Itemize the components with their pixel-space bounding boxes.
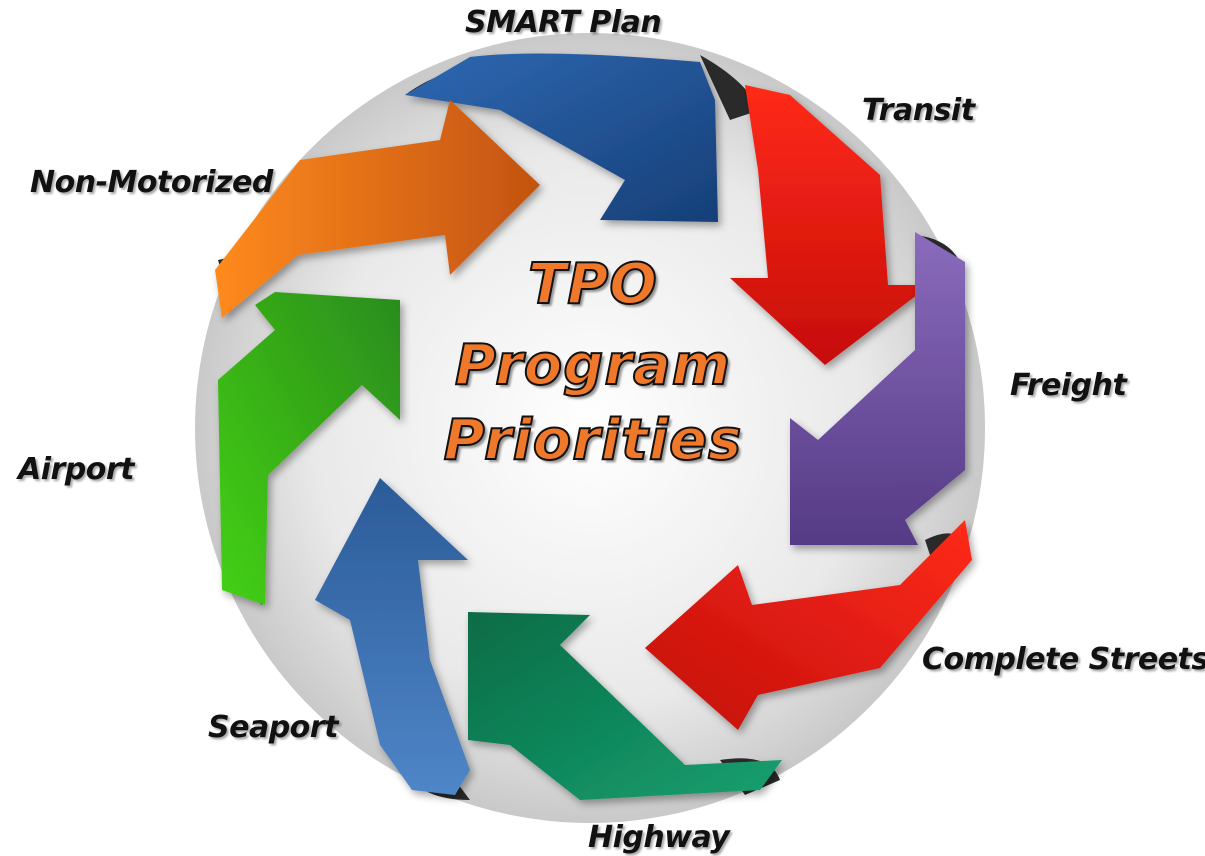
label-smart-plan: SMART Plan <box>465 5 662 40</box>
center-title-line-3: Priorities <box>443 407 743 474</box>
arrow-complete-streets <box>645 520 972 730</box>
label-transit: Transit <box>862 93 975 128</box>
label-highway: Highway <box>588 820 730 855</box>
arrow-seaport <box>315 478 470 795</box>
label-freight: Freight <box>1010 368 1127 403</box>
arrow-non-motorized <box>215 100 540 318</box>
label-complete-streets: Complete Streets <box>922 642 1205 677</box>
arrow-smart-plan <box>405 53 718 223</box>
arrow-highway <box>468 612 782 800</box>
label-seaport: Seaport <box>208 710 338 745</box>
arrow-airport <box>218 292 400 605</box>
center-title-line-1: TPO <box>527 251 658 318</box>
label-airport: Airport <box>18 452 135 487</box>
arrow-freight <box>790 232 965 545</box>
arrow-transit <box>730 85 930 365</box>
label-non-motorized: Non-Motorized <box>30 165 273 200</box>
center-title-line-2: Program <box>454 332 732 399</box>
